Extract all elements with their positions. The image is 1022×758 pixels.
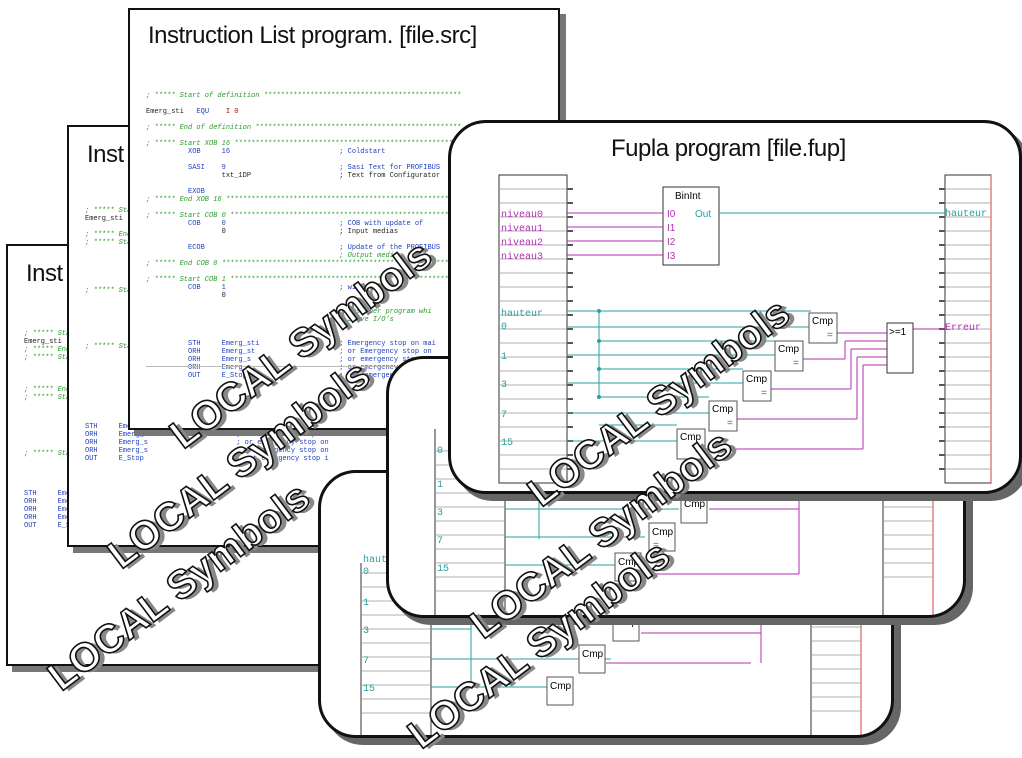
left-rail-stub xyxy=(567,314,573,316)
right-rail-stub xyxy=(939,272,945,274)
svg-text:hauteur: hauteur xyxy=(501,308,543,320)
right-rail-stub xyxy=(939,300,945,302)
svg-text:I2: I2 xyxy=(667,237,676,248)
right-rail-stub xyxy=(939,384,945,386)
svg-text:Cmp: Cmp xyxy=(778,344,800,355)
svg-text:1: 1 xyxy=(501,352,507,363)
right-rail-stub xyxy=(939,356,945,358)
svg-text:Cmp: Cmp xyxy=(618,557,640,568)
left-rail-stub xyxy=(567,384,573,386)
svg-text:Erreur: Erreur xyxy=(945,323,981,334)
svg-text:0: 0 xyxy=(437,446,443,457)
right-rail-stub xyxy=(939,314,945,316)
left-rail-stub xyxy=(567,244,573,246)
svg-text:7: 7 xyxy=(501,410,507,421)
left-rail-stub xyxy=(567,342,573,344)
svg-text:=: = xyxy=(727,418,733,429)
left-rail-stub xyxy=(567,454,573,456)
right-rail-stub xyxy=(939,370,945,372)
left-rail-stub xyxy=(567,188,573,190)
svg-text:niveau1: niveau1 xyxy=(501,223,543,235)
right-rail-stub xyxy=(939,426,945,428)
svg-text:I1: I1 xyxy=(667,223,676,234)
svg-text:=: = xyxy=(793,358,799,369)
svg-text:Cmp: Cmp xyxy=(746,374,768,385)
left-rail-stub xyxy=(567,356,573,358)
svg-text:0: 0 xyxy=(363,567,369,578)
left-rail-stub xyxy=(567,258,573,260)
left-rail-stub xyxy=(567,370,573,372)
left-rail-stub xyxy=(567,202,573,204)
fupla-card-front: Fupla program [file.fup] BinInt I0 I1 I2… xyxy=(448,120,1022,494)
fupla-card-front-title: Fupla program [file.fup] xyxy=(611,135,846,162)
left-rail-stub xyxy=(567,272,573,274)
or-block xyxy=(886,322,914,374)
right-rail-stub xyxy=(939,342,945,344)
fupla-back-diagram: Cmp Cmp Cmp hauteur 0 1 3 7 15 xyxy=(360,554,862,735)
svg-text:I3: I3 xyxy=(667,251,676,262)
il-card-front-title: Instruction List program. [file.src] xyxy=(148,22,477,49)
svg-text:Cmp: Cmp xyxy=(680,432,702,443)
svg-text:niveau2: niveau2 xyxy=(501,237,543,249)
il-card-back-title: Inst xyxy=(26,260,63,287)
svg-text:Cmp: Cmp xyxy=(812,316,834,327)
svg-text:3: 3 xyxy=(437,508,443,519)
left-rail-stub xyxy=(567,300,573,302)
svg-text:=: = xyxy=(827,330,833,341)
svg-text:7: 7 xyxy=(363,656,369,667)
svg-text:15: 15 xyxy=(363,684,375,695)
svg-text:Cmp: Cmp xyxy=(582,649,604,660)
binint-block xyxy=(662,186,720,266)
right-rail-stub xyxy=(939,468,945,470)
il-card-front-code: ; ***** Start of definition ************… xyxy=(146,92,466,380)
svg-text:3: 3 xyxy=(363,626,369,637)
svg-text:7: 7 xyxy=(437,536,443,547)
il-card-middle-title: Inst xyxy=(87,141,124,168)
left-rail-stub xyxy=(567,216,573,218)
svg-text:=: = xyxy=(619,570,625,581)
svg-text:15: 15 xyxy=(437,564,449,575)
svg-text:1: 1 xyxy=(437,480,443,491)
svg-text:1: 1 xyxy=(363,598,369,609)
right-rail-stub xyxy=(939,454,945,456)
right-rail-stub xyxy=(939,286,945,288)
right-rail-stub xyxy=(939,440,945,442)
svg-text:15: 15 xyxy=(501,438,513,449)
svg-text:3: 3 xyxy=(501,380,507,391)
svg-text:Cmp: Cmp xyxy=(684,499,706,510)
svg-text:=: = xyxy=(695,446,701,457)
right-rail-stub xyxy=(939,230,945,232)
svg-text:BinInt: BinInt xyxy=(675,191,701,202)
svg-text:=: = xyxy=(653,540,659,551)
svg-text:Out: Out xyxy=(695,209,711,220)
svg-text:Cmp: Cmp xyxy=(616,617,638,628)
svg-text:I0: I0 xyxy=(667,209,676,220)
left-rail-stub xyxy=(567,286,573,288)
left-rail-stub xyxy=(567,328,573,330)
right-rail-stub xyxy=(939,216,945,218)
svg-text:Cmp: Cmp xyxy=(652,527,674,538)
svg-text:hauteur: hauteur xyxy=(945,208,987,220)
cmp-blocks xyxy=(676,312,838,460)
right-rail-stub xyxy=(939,188,945,190)
right-rail-stub xyxy=(939,412,945,414)
svg-text:>=1: >=1 xyxy=(889,327,907,338)
right-rail-stub xyxy=(939,398,945,400)
right-rail-stub xyxy=(939,244,945,246)
il-card-front-scrollbar[interactable] xyxy=(146,366,536,367)
left-rail-stub xyxy=(567,426,573,428)
svg-text:niveau3: niveau3 xyxy=(501,251,543,263)
left-rail-stub xyxy=(567,468,573,470)
svg-text:niveau0: niveau0 xyxy=(501,209,543,221)
right-rail-stub xyxy=(939,258,945,260)
svg-text:Cmp: Cmp xyxy=(550,681,572,692)
fupla-front-diagram: BinInt I0 I1 I2 I3 Out niveau0 niveau1 n… xyxy=(498,174,992,484)
left-rail-stub xyxy=(567,398,573,400)
svg-text:Cmp: Cmp xyxy=(712,404,734,415)
svg-text:0: 0 xyxy=(501,322,507,333)
svg-text:=: = xyxy=(761,388,767,399)
left-rail-stub xyxy=(567,230,573,232)
right-rail-stub xyxy=(939,202,945,204)
